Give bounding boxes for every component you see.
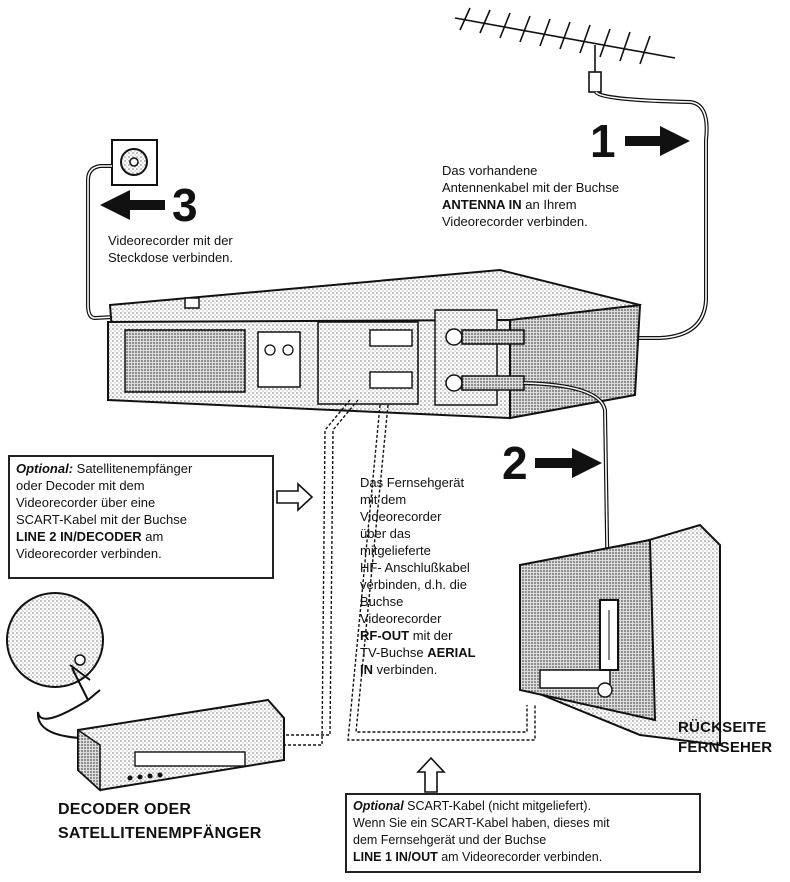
- in-label: IN: [360, 662, 373, 677]
- optional-bottom-line3: dem Fernsehgerät und der Buchse: [353, 833, 547, 847]
- arrow-right-icon-step2: [535, 448, 602, 478]
- dish-cable: [36, 699, 89, 739]
- wall-socket-icon: [111, 139, 158, 186]
- decoder-line2: SATELLITENEMPFÄNGER: [58, 825, 262, 842]
- antenna-icon: [454, 7, 676, 93]
- optional-left-line5: LINE 2 IN/DECODER am: [16, 528, 266, 545]
- tv-device: [519, 523, 721, 747]
- step1-line3-rest: an Ihrem: [521, 197, 577, 212]
- step2-line: Das Fernsehgerät: [360, 475, 465, 490]
- optional-left-line4: SCART-Kabel mit der Buchse: [16, 512, 187, 527]
- step-number-1: 1: [590, 115, 616, 167]
- arrow-right-icon-step1: [625, 126, 690, 156]
- optional-left-line1-rest: Satellitenempfänger: [73, 461, 193, 476]
- optional-bottom-line4: LINE 1 IN/OUT am Videorecorder verbinden…: [353, 849, 693, 866]
- tv-back-label: RÜCKSEITE FERNSEHER: [678, 718, 772, 758]
- step2-in-line: IN verbinden.: [360, 661, 510, 678]
- antenna-in-label: ANTENNA IN: [442, 197, 522, 212]
- step2-in-rest: verbinden.: [373, 662, 438, 677]
- step2-line: Videorecorder: [360, 611, 442, 626]
- line1-in-out-label: LINE 1 IN/OUT: [353, 850, 438, 864]
- step2-tv-line: TV-Buchse AERIAL: [360, 644, 510, 661]
- step2-tv-rest: TV-Buchse: [360, 645, 428, 660]
- step2-line: mitgelieferte: [360, 543, 431, 558]
- hollow-arrow-right-icon: [276, 482, 314, 512]
- step3-text: Videorecorder mit der Steckdose verbinde…: [108, 232, 308, 266]
- hollow-arrow-up-icon: [416, 756, 446, 793]
- step3-line2: Steckdose verbinden.: [108, 250, 234, 265]
- aerial-label: AERIAL: [427, 645, 476, 660]
- arrow-left-icon-step3: [100, 190, 165, 220]
- optional-bottom-line4-rest: am Videorecorder verbinden.: [437, 850, 603, 864]
- step2-text: Das Fernsehgerät mit dem Videorecorder ü…: [360, 474, 510, 678]
- line2-in-decoder-label: LINE 2 IN/DECODER: [16, 529, 142, 544]
- decoder-label: DECODER ODER SATELLITENEMPFÄNGER: [58, 798, 262, 846]
- step2-line: verbinden, d.h. die: [360, 577, 467, 592]
- step1-line3: ANTENNA IN an Ihrem: [442, 196, 682, 213]
- step2-line: mit dem: [360, 492, 407, 507]
- step1-line4: Videorecorder verbinden.: [442, 214, 588, 229]
- step3-line1: Videorecorder mit der: [108, 233, 233, 248]
- tv-back-line2: FERNSEHER: [678, 739, 773, 756]
- step2-line: Buchse: [360, 594, 404, 609]
- step-number-2: 2: [502, 437, 528, 489]
- step2-rf-line: RF-OUT mit der: [360, 627, 510, 644]
- step2-line: Videorecorder: [360, 509, 442, 524]
- step1-text: Das vorhandene Antennenkabel mit der Buc…: [442, 162, 682, 230]
- optional-left-line5-rest: am: [141, 529, 164, 544]
- satellite-dish-icon: [6, 592, 104, 702]
- optional-left-line2: oder Decoder mit dem: [16, 478, 145, 493]
- optional-left-line6: Videorecorder verbinden.: [16, 546, 162, 561]
- optional-bottom-line2: Wenn Sie ein SCART-Kabel haben, dieses m…: [353, 816, 610, 830]
- optional-decoder-box: Optional: Satellitenempfänger oder Decod…: [8, 455, 274, 579]
- step2-line: HF- Anschlußkabel: [360, 560, 470, 575]
- vcr-device: [107, 268, 642, 420]
- optional-left-line1: Optional: Satellitenempfänger: [16, 460, 266, 477]
- step2-rf-rest: mit der: [409, 628, 453, 643]
- step-number-3: 3: [172, 179, 198, 231]
- optional-left-line3: Videorecorder über eine: [16, 495, 156, 510]
- step1-line1: Das vorhandene: [442, 163, 538, 178]
- decoder-device: [77, 698, 285, 792]
- optional-left-label: Optional:: [16, 461, 74, 476]
- step2-line: über das: [360, 526, 411, 541]
- optional-bottom-line1: Optional SCART-Kabel (nicht mitgeliefert…: [353, 798, 693, 815]
- tv-back-line1: RÜCKSEITE: [678, 719, 767, 736]
- optional-bottom-line1-rest: SCART-Kabel (nicht mitgeliefert).: [403, 799, 592, 813]
- optional-bottom-label: Optional: [353, 799, 404, 813]
- step1-line2: Antennenkabel mit der Buchse: [442, 180, 620, 195]
- optional-scart-box: Optional SCART-Kabel (nicht mitgeliefert…: [345, 793, 701, 873]
- decoder-line1: DECODER ODER: [58, 801, 192, 818]
- rf-out-label: RF-OUT: [360, 628, 410, 643]
